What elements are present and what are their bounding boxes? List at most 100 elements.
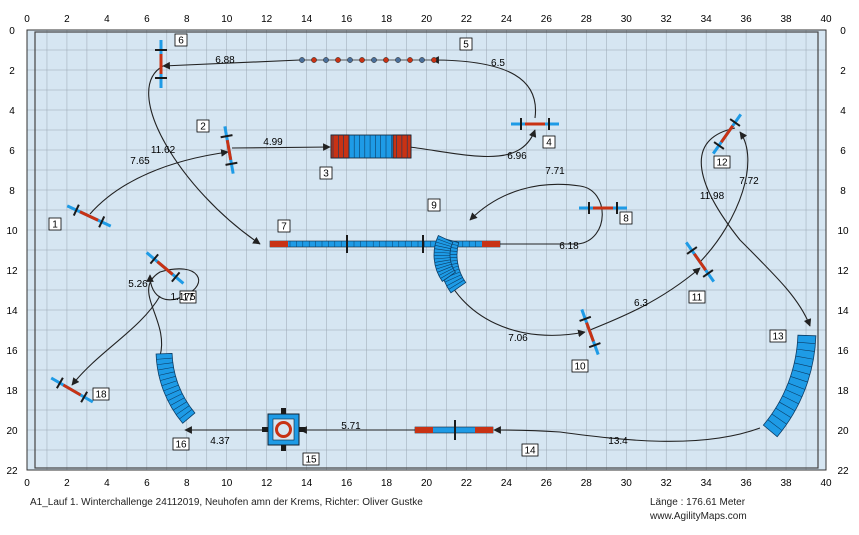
x-tick-top: 14 xyxy=(301,14,313,25)
x-tick-bottom: 38 xyxy=(780,478,792,489)
svg-text:8: 8 xyxy=(623,214,629,225)
y-tick-right: 8 xyxy=(840,186,846,197)
x-tick-top: 30 xyxy=(621,14,633,25)
x-tick-top: 2 xyxy=(64,14,70,25)
table xyxy=(262,408,305,451)
x-tick-bottom: 0 xyxy=(24,478,30,489)
svg-text:18: 18 xyxy=(95,390,107,401)
x-tick-top: 32 xyxy=(661,14,673,25)
svg-text:7: 7 xyxy=(281,222,287,233)
y-tick-left: 14 xyxy=(6,306,18,317)
distance-label: 6.88 xyxy=(215,55,235,66)
y-tick-right: 6 xyxy=(840,146,846,157)
svg-text:3: 3 xyxy=(323,169,329,180)
svg-text:16: 16 xyxy=(175,440,187,451)
svg-text:14: 14 xyxy=(524,446,536,457)
svg-text:1: 1 xyxy=(52,220,58,231)
obstacle-number-15: 15 xyxy=(303,453,319,466)
y-tick-right: 0 xyxy=(840,26,846,37)
distance-label: 7.65 xyxy=(130,156,150,167)
svg-text:10: 10 xyxy=(574,362,586,373)
x-tick-bottom: 26 xyxy=(541,478,553,489)
x-tick-top: 4 xyxy=(104,14,110,25)
distance-label: 6.5 xyxy=(491,58,505,69)
x-tick-bottom: 16 xyxy=(341,478,353,489)
x-tick-bottom: 6 xyxy=(144,478,150,489)
obstacle-number-14: 14 xyxy=(522,444,538,457)
y-tick-left: 18 xyxy=(6,386,18,397)
y-tick-right: 14 xyxy=(837,306,849,317)
y-tick-left: 12 xyxy=(6,266,18,277)
x-tick-bottom: 22 xyxy=(461,478,473,489)
distance-label: 7.72 xyxy=(739,176,759,187)
x-tick-top: 28 xyxy=(581,14,593,25)
obstacle-number-12: 12 xyxy=(714,156,730,169)
x-tick-top: 16 xyxy=(341,14,353,25)
distance-label: 5.26 xyxy=(128,279,148,290)
x-tick-bottom: 8 xyxy=(184,478,190,489)
distance-label: 1.175 xyxy=(170,292,195,303)
x-tick-top: 22 xyxy=(461,14,473,25)
x-tick-bottom: 4 xyxy=(104,478,110,489)
x-tick-top: 8 xyxy=(184,14,190,25)
x-tick-bottom: 14 xyxy=(301,478,313,489)
obstacle-number-9: 9 xyxy=(428,199,440,212)
svg-text:6: 6 xyxy=(178,36,184,47)
obstacle-number-1: 1 xyxy=(49,218,61,231)
obstacle-number-8: 8 xyxy=(620,212,632,225)
x-tick-top: 34 xyxy=(701,14,713,25)
svg-text:12: 12 xyxy=(716,158,728,169)
y-tick-right: 22 xyxy=(837,466,849,477)
y-tick-right: 20 xyxy=(837,426,849,437)
x-tick-top: 38 xyxy=(780,14,792,25)
svg-text:2: 2 xyxy=(200,122,206,133)
svg-text:11: 11 xyxy=(692,293,703,304)
x-tick-bottom: 10 xyxy=(221,478,233,489)
x-tick-bottom: 2 xyxy=(64,478,70,489)
x-tick-bottom: 36 xyxy=(741,478,753,489)
x-tick-top: 20 xyxy=(421,14,433,25)
website-link[interactable]: www.AgilityMaps.com xyxy=(650,511,747,522)
svg-text:15: 15 xyxy=(305,455,317,466)
obstacle-number-2: 2 xyxy=(197,120,209,133)
obstacle-number-6: 6 xyxy=(175,34,187,47)
distance-label: 6.3 xyxy=(634,298,648,309)
y-tick-right: 18 xyxy=(837,386,849,397)
y-tick-left: 6 xyxy=(9,146,15,157)
course-info: A1_Lauf 1. Winterchallenge 24112019, Neu… xyxy=(30,497,423,508)
y-tick-left: 20 xyxy=(6,426,18,437)
distance-label: 5.71 xyxy=(341,421,361,432)
x-tick-bottom: 34 xyxy=(701,478,713,489)
x-tick-bottom: 30 xyxy=(621,478,633,489)
y-tick-right: 10 xyxy=(837,226,849,237)
y-tick-left: 4 xyxy=(9,106,15,117)
y-tick-left: 16 xyxy=(6,346,18,357)
tunnel-straight xyxy=(331,135,411,158)
x-tick-bottom: 20 xyxy=(421,478,433,489)
obstacle-number-10: 10 xyxy=(572,360,588,373)
obstacle-number-4: 4 xyxy=(543,136,555,149)
distance-label: 4.37 xyxy=(210,436,230,447)
x-tick-bottom: 28 xyxy=(581,478,593,489)
x-tick-top: 24 xyxy=(501,14,513,25)
y-tick-right: 12 xyxy=(837,266,849,277)
obstacle-number-11: 11 xyxy=(689,291,705,304)
obstacle-number-3: 3 xyxy=(320,167,332,180)
x-tick-bottom: 18 xyxy=(381,478,393,489)
distance-label: 4.99 xyxy=(263,137,283,148)
obstacle-number-5: 5 xyxy=(460,38,472,51)
distance-label: 13.4 xyxy=(608,436,628,447)
x-tick-bottom: 32 xyxy=(661,478,673,489)
y-tick-right: 4 xyxy=(840,106,846,117)
x-tick-top: 40 xyxy=(820,14,832,25)
x-tick-top: 18 xyxy=(381,14,393,25)
y-tick-left: 0 xyxy=(9,26,15,37)
svg-text:5: 5 xyxy=(463,40,469,51)
obstacle-number-16: 16 xyxy=(173,438,189,451)
distance-label: 11.62 xyxy=(151,145,176,156)
x-tick-bottom: 40 xyxy=(820,478,832,489)
distance-label: 7.06 xyxy=(508,333,528,344)
y-tick-left: 22 xyxy=(6,466,18,477)
